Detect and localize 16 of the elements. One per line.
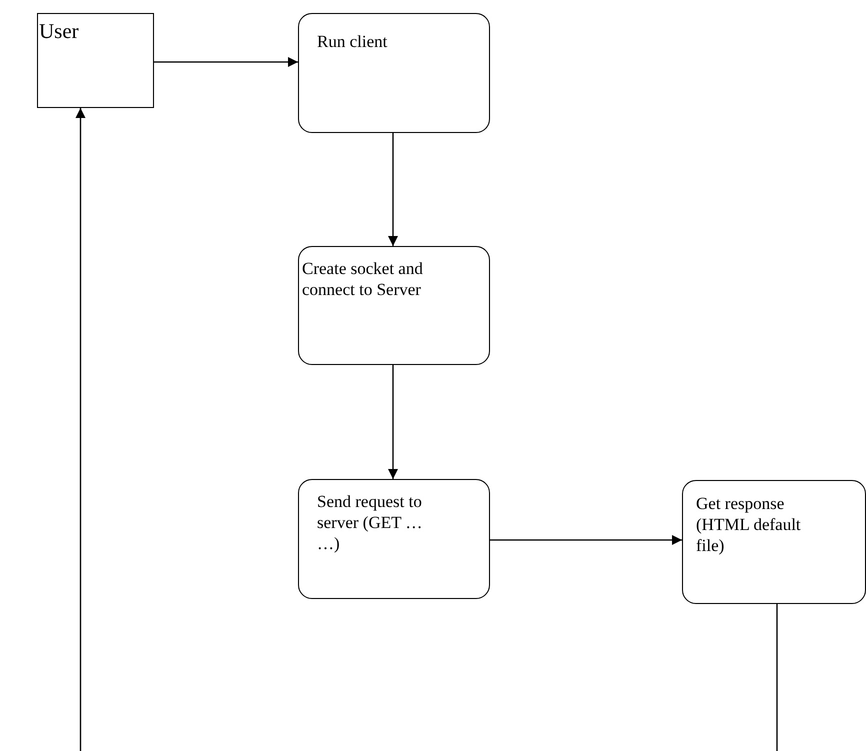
node-label: Run client [317,31,388,52]
arrow [388,365,398,479]
arrow [154,57,298,67]
node-label: User [39,21,80,42]
process-box [298,246,490,365]
process-box [298,13,490,133]
node-label: Send request to server (GET … …) [317,491,424,554]
node-label: Get response (HTML default file) [696,493,802,556]
arrow [490,535,682,545]
arrow [76,108,86,751]
actor-box [37,13,154,108]
process-box [298,479,490,599]
process-box [682,480,866,604]
node-label: Create socket and connect to Server [302,258,424,300]
connector-line [776,604,778,751]
arrow [388,133,398,246]
